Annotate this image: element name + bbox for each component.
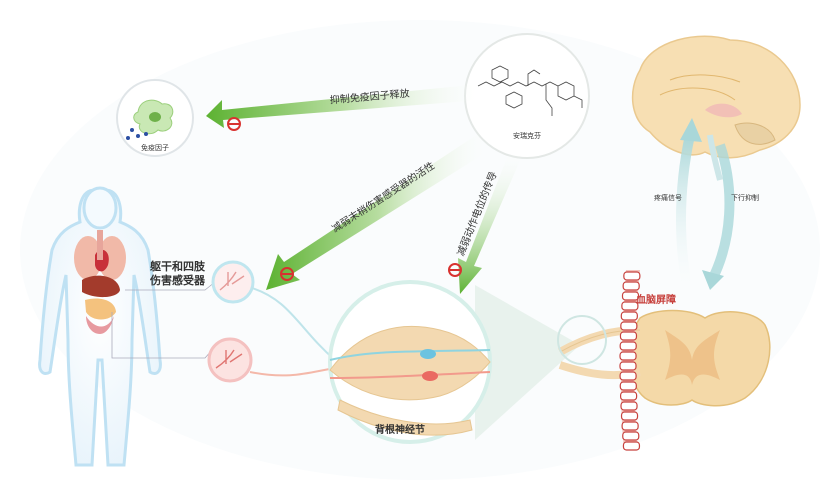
vessel-cell xyxy=(620,401,638,411)
molecule-structure-icon xyxy=(477,65,583,116)
vessel-cell xyxy=(620,391,638,401)
nociceptor-circle-bottom xyxy=(207,337,253,383)
pain-signal-label: 疼痛信号 xyxy=(654,193,682,202)
vessel-cell xyxy=(621,301,639,311)
drug-molecule-circle: 安瑞克芬 xyxy=(464,33,590,159)
spinal-cord-illustration xyxy=(628,309,771,407)
vessel-cell xyxy=(619,341,637,351)
root-zoom-circle xyxy=(557,315,607,365)
inhibit-icon xyxy=(227,117,241,131)
trunk-limbs-label-line2: 伤害感受器 xyxy=(149,273,206,287)
vessel-cell xyxy=(620,411,639,421)
human-body-illustration xyxy=(38,186,162,467)
descending-inhibition-label: 下行抑制 xyxy=(731,193,759,202)
pain-signal-arrow: 疼痛信号 xyxy=(654,118,702,302)
brain-illustration xyxy=(631,35,801,181)
vessel-cell xyxy=(622,441,641,451)
vessel-cell xyxy=(622,281,640,291)
vessel-cell xyxy=(619,331,638,341)
vessel-cell xyxy=(619,361,637,371)
blood-brain-barrier xyxy=(619,270,641,451)
vessel-cell xyxy=(620,311,638,321)
descending-inhibition-arrow: 下行抑制 xyxy=(702,143,759,290)
vessel-cell xyxy=(621,421,639,431)
zoom-cone xyxy=(475,285,580,440)
inhibit-icon xyxy=(448,263,462,277)
immune-cell-circle: 免疫因子 xyxy=(116,79,194,157)
trunk-limbs-label-line1: 躯干和四肢 xyxy=(149,259,206,273)
vessel-cell xyxy=(621,291,640,301)
vessel-cell xyxy=(623,271,641,281)
vessel-cell xyxy=(619,381,637,391)
vessel-cell xyxy=(619,351,637,361)
vessel-cell xyxy=(619,371,637,381)
immune-cell-label: 免疫因子 xyxy=(141,143,169,152)
vessel-cell xyxy=(620,321,638,331)
vessel-cell xyxy=(622,431,640,441)
inhibit-icon xyxy=(280,267,294,281)
nociceptor-circle-top xyxy=(211,260,255,304)
nerve-fibers xyxy=(249,287,336,377)
drug-name-label: 安瑞克芬 xyxy=(513,131,541,140)
bbb-label: 血脑屏障 xyxy=(636,293,676,306)
dorsal-root-ganglion-circle: 背根神经节 xyxy=(328,280,492,444)
drg-label: 背根神经节 xyxy=(375,423,425,436)
organs-icon xyxy=(74,230,126,334)
